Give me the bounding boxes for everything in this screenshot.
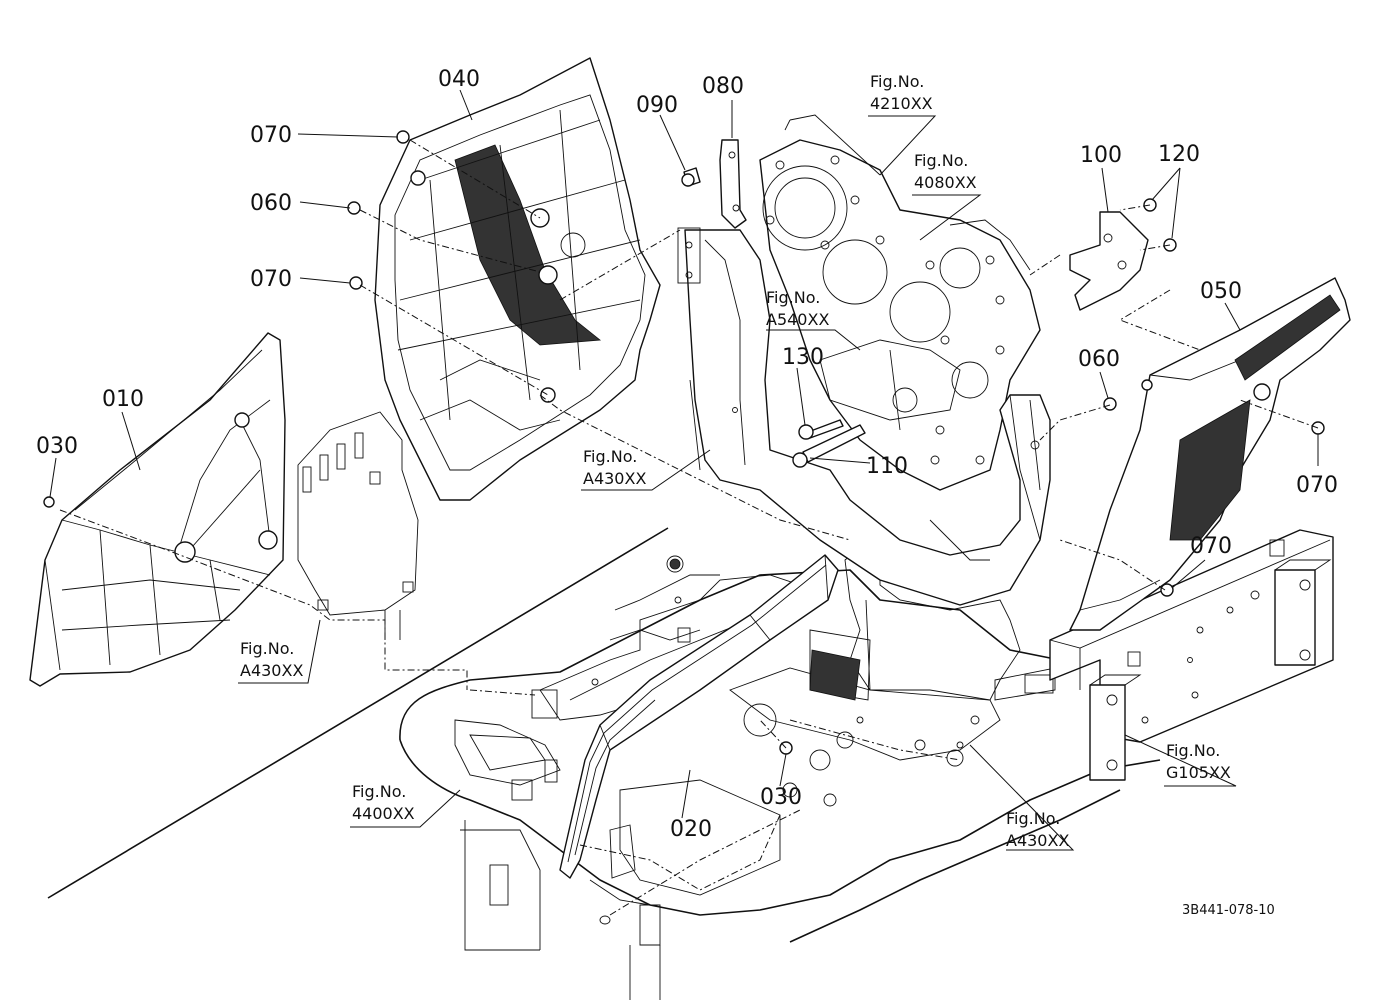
figref-A430-right-number: A430XX <box>1006 831 1069 850</box>
figref-G105-title: Fig.No. <box>1166 741 1220 760</box>
label-060-left: 060 <box>250 191 292 216</box>
label-050: 050 <box>1200 279 1242 304</box>
figref-4400-number: 4400XX <box>352 804 415 823</box>
label-030-center: 030 <box>760 785 802 810</box>
label-070-lower: 070 <box>1190 534 1232 559</box>
label-110: 110 <box>866 454 908 479</box>
figref-A540-number: A540XX <box>766 310 829 329</box>
cover-040 <box>374 57 661 501</box>
side-plate-left <box>297 411 419 640</box>
label-070-left: 070 <box>250 267 292 292</box>
figref-G105-number: G105XX <box>1166 763 1231 782</box>
part-020-panel <box>559 554 839 879</box>
cover-050 <box>1069 277 1351 631</box>
figure-references: Fig.No. 4210XX Fig.No. 4080XX Fig.No. A5… <box>240 72 1231 850</box>
label-060-right: 060 <box>1078 347 1120 372</box>
label-090: 090 <box>636 93 678 118</box>
figref-A540-title: Fig.No. <box>766 288 820 307</box>
frame-rail <box>1049 529 1334 781</box>
figref-4400-title: Fig.No. <box>352 782 406 801</box>
label-020: 020 <box>670 817 712 842</box>
label-040: 040 <box>438 67 480 92</box>
label-100: 100 <box>1080 143 1122 168</box>
figref-A430-center-number: A430XX <box>583 469 646 488</box>
assembly-lines <box>59 139 1319 916</box>
label-130: 130 <box>782 345 824 370</box>
part-labels: 040 070 060 070 010 030 090 080 100 120 … <box>36 67 1338 842</box>
figref-4080-number: 4080XX <box>914 173 977 192</box>
figref-4210-title: Fig.No. <box>870 72 924 91</box>
figref-A430-left-title: Fig.No. <box>240 639 294 658</box>
bracket-100 <box>1069 198 1177 311</box>
right-floor-cover <box>809 539 1056 701</box>
drawing-code: 3B441-078-10 <box>1182 903 1275 918</box>
leader-lines <box>49 89 1319 851</box>
label-120: 120 <box>1158 142 1200 167</box>
label-030-left: 030 <box>36 434 78 459</box>
label-080: 080 <box>702 74 744 99</box>
label-070-top: 070 <box>250 123 292 148</box>
label-010: 010 <box>102 387 144 412</box>
label-070-right: 070 <box>1296 473 1338 498</box>
center-shroud <box>677 227 1051 606</box>
figref-A430-right-title: Fig.No. <box>1006 809 1060 828</box>
cover-010 <box>29 332 286 687</box>
figref-A430-left-number: A430XX <box>240 661 303 680</box>
figref-4210-number: 4210XX <box>870 94 933 113</box>
figref-A430-center-title: Fig.No. <box>583 447 637 466</box>
bolt-110-130 <box>792 419 866 468</box>
figref-4080-title: Fig.No. <box>914 151 968 170</box>
